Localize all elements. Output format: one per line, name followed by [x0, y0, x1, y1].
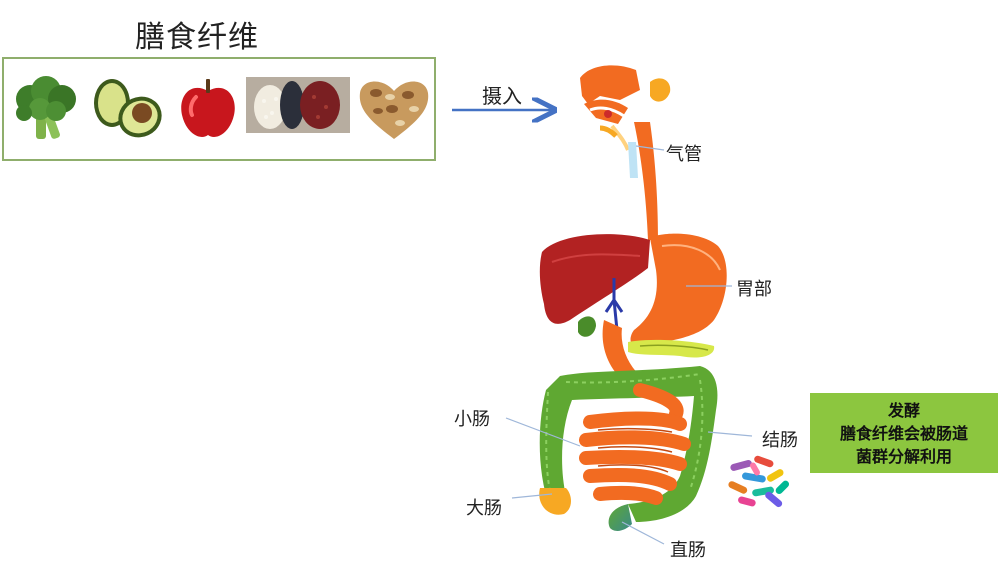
mouth-region — [580, 65, 671, 151]
fermentation-line-1: 膳食纤维会被肠道 — [839, 424, 968, 443]
nuts-icon — [359, 81, 429, 139]
fermentation-box: 发酵 膳食纤维会被肠道 菌群分解利用 — [810, 393, 998, 473]
trachea — [628, 142, 638, 178]
large-intestine-label: 大肠 — [466, 498, 502, 519]
dietary-fiber-foods-panel — [2, 57, 436, 161]
rectum-label: 直肠 — [670, 540, 706, 561]
esophagus — [634, 122, 658, 240]
trachea-label: 气管 — [666, 144, 702, 165]
small-intestine — [579, 383, 691, 505]
pancreas — [628, 339, 715, 358]
gut-bacteria-icon — [728, 455, 790, 508]
broccoli-icon — [16, 76, 76, 139]
colon-label: 结肠 — [762, 430, 798, 451]
large-intestine — [539, 366, 718, 522]
duodenum — [602, 320, 640, 380]
liver — [539, 234, 650, 324]
gallbladder — [578, 316, 596, 337]
apple-icon — [181, 79, 235, 137]
fermentation-line-2: 菌群分解利用 — [855, 447, 952, 466]
page-title: 膳食纤维 — [135, 20, 259, 55]
stomach — [630, 233, 727, 347]
beans-icon — [246, 77, 350, 133]
stomach-label: 胃部 — [736, 279, 772, 300]
avocado-icon — [94, 79, 162, 138]
small-intestine-label: 小肠 — [454, 409, 490, 430]
intake-label: 摄入 — [482, 84, 522, 108]
rectum — [608, 504, 632, 531]
fermentation-heading: 发酵 — [887, 401, 920, 420]
